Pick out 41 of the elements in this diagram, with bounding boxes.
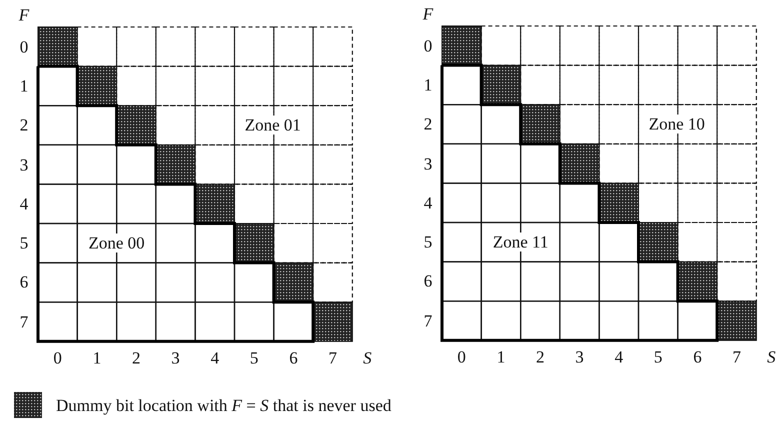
tick-label: 1	[92, 350, 102, 367]
tick-label: 7	[328, 350, 337, 367]
tick-label: 4	[20, 195, 28, 212]
tick-label: 5	[250, 350, 258, 367]
tick-label: 2	[20, 116, 28, 134]
axis-label: S	[767, 348, 776, 366]
tick-label: 0	[457, 348, 466, 366]
axis-label: F	[422, 6, 434, 22]
tick-label: 1	[424, 76, 432, 94]
tick-label: 0	[20, 38, 28, 56]
tick-label: 6	[693, 348, 702, 366]
axis-label: F	[18, 6, 30, 24]
zone-label: Zone 10	[646, 114, 707, 134]
tick-label: 4	[614, 348, 624, 366]
tick-label: 2	[536, 348, 544, 366]
zone-label: Zone 01	[242, 116, 303, 135]
tick-label: 2	[132, 350, 140, 367]
tick-label: 3	[171, 350, 180, 367]
tick-label: 7	[20, 313, 28, 330]
tick-label: 6	[424, 272, 432, 290]
tick-label: 4	[424, 194, 432, 212]
tick-label: 4	[210, 350, 220, 367]
tick-label: 6	[289, 350, 298, 367]
tick-label: 3	[20, 156, 28, 174]
tick-label: 3	[424, 155, 432, 172]
zone-label: Zone 00	[86, 234, 147, 253]
tick-label: 0	[53, 350, 62, 367]
zone-label: Zone 11	[490, 232, 550, 252]
tick-label: 1	[20, 77, 28, 94]
tick-label: 6	[20, 274, 28, 291]
tick-label: 3	[575, 348, 584, 366]
tick-label: 0	[424, 37, 432, 54]
legend-text: Dummy bit location with F = S that is never used	[56, 397, 392, 414]
tick-label: 5	[424, 234, 432, 251]
tick-label: 5	[20, 234, 28, 252]
tick-label: 7	[424, 312, 432, 330]
tick-label: 2	[424, 116, 432, 133]
tick-label: 7	[732, 348, 741, 366]
tick-label: 1	[496, 348, 506, 366]
tick-label: 5	[654, 348, 662, 366]
axis-label: S	[363, 350, 372, 367]
